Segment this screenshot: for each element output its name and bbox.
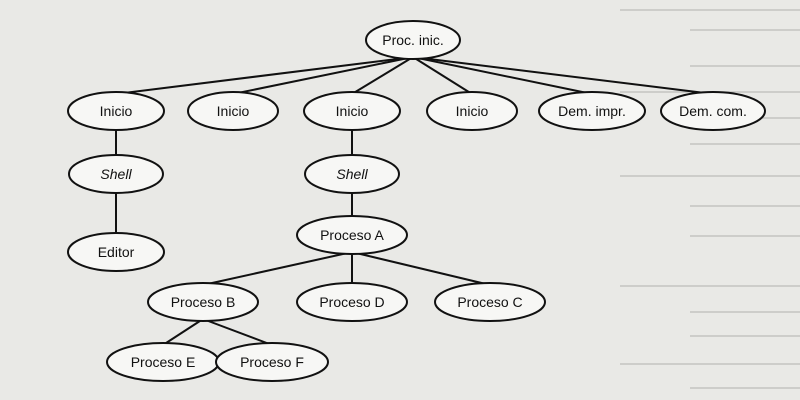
edge-root-demimpr: [412, 56, 593, 95]
edge-procesoA-procesoB: [202, 251, 353, 286]
node-label: Inicio: [456, 103, 489, 119]
node-ellipse: [303, 91, 401, 131]
background-text-lines: [620, 9, 800, 389]
node-ellipse: [187, 91, 279, 131]
node-ellipse: [538, 91, 646, 131]
node-ellipse: [296, 282, 408, 322]
node-demimpr: Dem. impr.: [538, 91, 646, 131]
node-ellipse: [426, 91, 518, 131]
node-inicio1: Inicio: [67, 91, 165, 131]
edge-procesoB-procesoF: [202, 318, 273, 346]
node-ellipse: [660, 91, 766, 131]
node-label: Proceso B: [171, 294, 236, 310]
node-label: Dem. impr.: [558, 103, 626, 119]
edge-root-inicio2: [232, 56, 414, 95]
node-ellipse: [215, 342, 329, 382]
node-label: Inicio: [217, 103, 250, 119]
edge-procesoA-procesoC: [351, 251, 491, 286]
node-demcom: Dem. com.: [660, 91, 766, 131]
node-inicio2: Inicio: [187, 91, 279, 131]
node-shell1: Shell: [68, 154, 164, 194]
node-label: Editor: [98, 244, 135, 260]
node-label: Shell: [100, 166, 132, 182]
edge-procesoB-procesoE: [162, 318, 204, 346]
node-editor: Editor: [67, 232, 165, 272]
node-ellipse: [67, 91, 165, 131]
node-ellipse: [147, 282, 259, 322]
node-ellipse: [434, 282, 546, 322]
tree-nodes: Proc. inic. Inicio Inicio Inicio Inicio Dem. …: [67, 20, 766, 382]
tree-edges: [115, 56, 714, 346]
node-ellipse: [67, 232, 165, 272]
node-procesoA: Proceso A: [296, 215, 408, 255]
node-ellipse: [296, 215, 408, 255]
node-ellipse: [304, 154, 400, 194]
node-label: Proceso F: [240, 354, 304, 370]
node-label: Proc. inic.: [382, 32, 443, 48]
node-shell2: Shell: [304, 154, 400, 194]
edge-root-inicio3: [351, 56, 414, 95]
node-root: Proc. inic.: [365, 20, 461, 60]
node-procesoE: Proceso E: [106, 342, 220, 382]
node-label: Proceso E: [131, 354, 196, 370]
node-label: Proceso D: [319, 294, 384, 310]
edge-root-inicio1: [115, 56, 414, 95]
node-procesoF: Proceso F: [215, 342, 329, 382]
node-procesoC: Proceso C: [434, 282, 546, 322]
node-label: Shell: [336, 166, 368, 182]
node-label: Inicio: [336, 103, 369, 119]
node-inicio4: Inicio: [426, 91, 518, 131]
node-label: Dem. com.: [679, 103, 747, 119]
node-label: Proceso A: [320, 227, 384, 243]
edge-root-inicio4: [412, 56, 473, 95]
edge-root-demcom: [412, 56, 714, 95]
node-procesoB: Proceso B: [147, 282, 259, 322]
node-procesoD: Proceso D: [296, 282, 408, 322]
node-ellipse: [365, 20, 461, 60]
node-inicio3: Inicio: [303, 91, 401, 131]
node-label: Proceso C: [457, 294, 522, 310]
node-ellipse: [68, 154, 164, 194]
node-label: Inicio: [100, 103, 133, 119]
